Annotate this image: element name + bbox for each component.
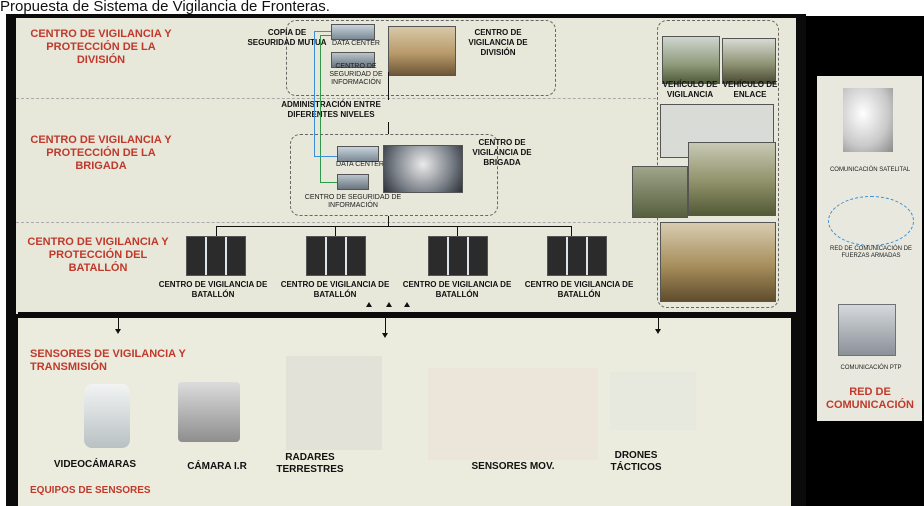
level-batallon-label: CENTRO DE VIGILANCIA Y PROTECCIÓN DEL BA… [27, 236, 169, 274]
link-line-blue [314, 31, 315, 156]
cavalry-patrol-image [632, 166, 688, 218]
ptp-radio-image [838, 304, 896, 356]
communication-network-label: RED DE COMUNICACIÓN [826, 386, 914, 411]
division-data-center-image [331, 24, 375, 40]
motion-sensors-image [428, 368, 598, 460]
brigada-group-box [290, 134, 498, 216]
ir-camera-label: CÁMARA I.R [187, 461, 247, 472]
copia-seguridad-label: COPIA DE SEGURIDAD MUTUA [247, 28, 327, 47]
link-line-green [320, 35, 321, 182]
satellite-dish-image [843, 88, 893, 152]
ground-radar-image [286, 356, 382, 450]
batallon-center-label-4: CENTRO DE VIGILANCIA DE BATALLÓN [524, 280, 634, 299]
armed-forces-network-label: RED DE COMUNICACIÓN DE FUERZAS ARMADAS [829, 246, 912, 259]
ground-radar-label: RADARES TERRESTRES [276, 452, 344, 475]
brigada-security-center-image [337, 174, 369, 190]
videocameras-label: VIDEOCÁMARAS [53, 459, 137, 470]
batallon-center-image-2 [306, 236, 366, 276]
arrow-up-icon [366, 302, 372, 307]
satellite-comm-label: COMUNICACIÓN SATELITAL [829, 167, 911, 173]
batallon-distribution-line [216, 226, 571, 227]
videocamera-image [84, 384, 130, 448]
link-line-blue-bottom [314, 156, 337, 157]
batallon-drop-2 [335, 226, 336, 236]
arrow-down-icon [115, 329, 121, 334]
arrow-shaft-2 [385, 317, 386, 333]
division-security-center-image [331, 52, 375, 68]
brigada-data-center-image [337, 146, 379, 162]
humvee-image [688, 142, 776, 216]
brigada-security-center-label: CENTRO DE SEGURIDAD DE INFORMACIÓN [304, 194, 402, 209]
admin-levels-label: ADMINISTRACIÓN ENTRE DIFERENTES NIVELES [281, 100, 381, 119]
arrow-shaft-1 [118, 317, 119, 329]
brigada-vigilance-center-image [383, 145, 463, 193]
batallon-drop-4 [571, 226, 572, 236]
link-vehicle-label: VEHÍCULO DE ENLACE [722, 80, 778, 99]
batallon-drop-3 [457, 226, 458, 236]
batallon-center-label-3: CENTRO DE VIGILANCIA DE BATALLÓN [402, 280, 512, 299]
connector-admin-brigada [388, 122, 389, 134]
connector-brigada-batallon [388, 216, 389, 226]
level-brigada-label: CENTRO DE VIGILANCIA Y PROTECCIÓN DE LA … [30, 134, 172, 172]
division-data-center-label: DATA CENTER [332, 40, 380, 47]
sensors-heading: SENSORES DE VIGILANCIA Y TRANSMISIÓN [30, 348, 186, 373]
sensor-equipment-label: EQUIPOS DE SENSORES [30, 485, 151, 496]
page-title: Propuesta de Sistema de Vigilancia de Fr… [0, 0, 330, 15]
division-vigilance-center-label: CENTRO DE VIGILANCIA DE DIVISIÓN [468, 28, 528, 57]
division-security-center-label: CENTRO DE SEGURIDAD DE INFORMACIÓN [329, 63, 383, 86]
vehicles-group-box [657, 20, 779, 308]
motion-sensors-label: SENSORES MOV. [471, 461, 555, 472]
link-line-green-bottom [320, 182, 337, 183]
connector-division-admin [388, 72, 389, 100]
batallon-center-image-1 [186, 236, 246, 276]
tactical-buggy-image [660, 222, 776, 302]
link-line-green-top [320, 35, 331, 36]
row-separator-2 [16, 222, 656, 223]
division-vigilance-center-image [388, 26, 456, 76]
surveillance-vehicle-image [662, 36, 720, 84]
ptp-comm-label: COMUNICACIÓN PTP [840, 365, 902, 371]
brigada-vigilance-center-label: CENTRO DE VIGILANCIA DE BRIGADA [472, 138, 532, 167]
batallon-center-image-3 [428, 236, 488, 276]
section-divider [18, 312, 796, 317]
tactical-drone-image [610, 372, 696, 430]
arrow-down-icon [382, 333, 388, 338]
batallon-drop-1 [216, 226, 217, 236]
arrow-shaft-3 [658, 317, 659, 329]
network-topology-image [828, 196, 914, 246]
row-separator-1 [16, 98, 656, 99]
arrow-up-icon [386, 302, 392, 307]
batallon-center-label-1: CENTRO DE VIGILANCIA DE BATALLÓN [158, 280, 268, 299]
link-line-blue-top [314, 31, 331, 32]
link-vehicle-image [722, 38, 776, 84]
surveillance-vehicle-label: VEHÍCULO DE VIGILANCIA [662, 80, 718, 99]
batallon-center-image-4 [547, 236, 607, 276]
brigada-data-center-label: DATA CENTER [336, 161, 384, 168]
arrow-down-icon [655, 329, 661, 334]
arrow-up-icon [404, 302, 410, 307]
level-division-label: CENTRO DE VIGILANCIA Y PROTECCIÓN DE LA … [30, 28, 172, 66]
division-group-box [286, 20, 556, 96]
ir-camera-image [178, 382, 240, 442]
batallon-center-label-2: CENTRO DE VIGILANCIA DE BATALLÓN [280, 280, 390, 299]
tactical-drones-label: DRONES TÁCTICOS [610, 450, 662, 473]
